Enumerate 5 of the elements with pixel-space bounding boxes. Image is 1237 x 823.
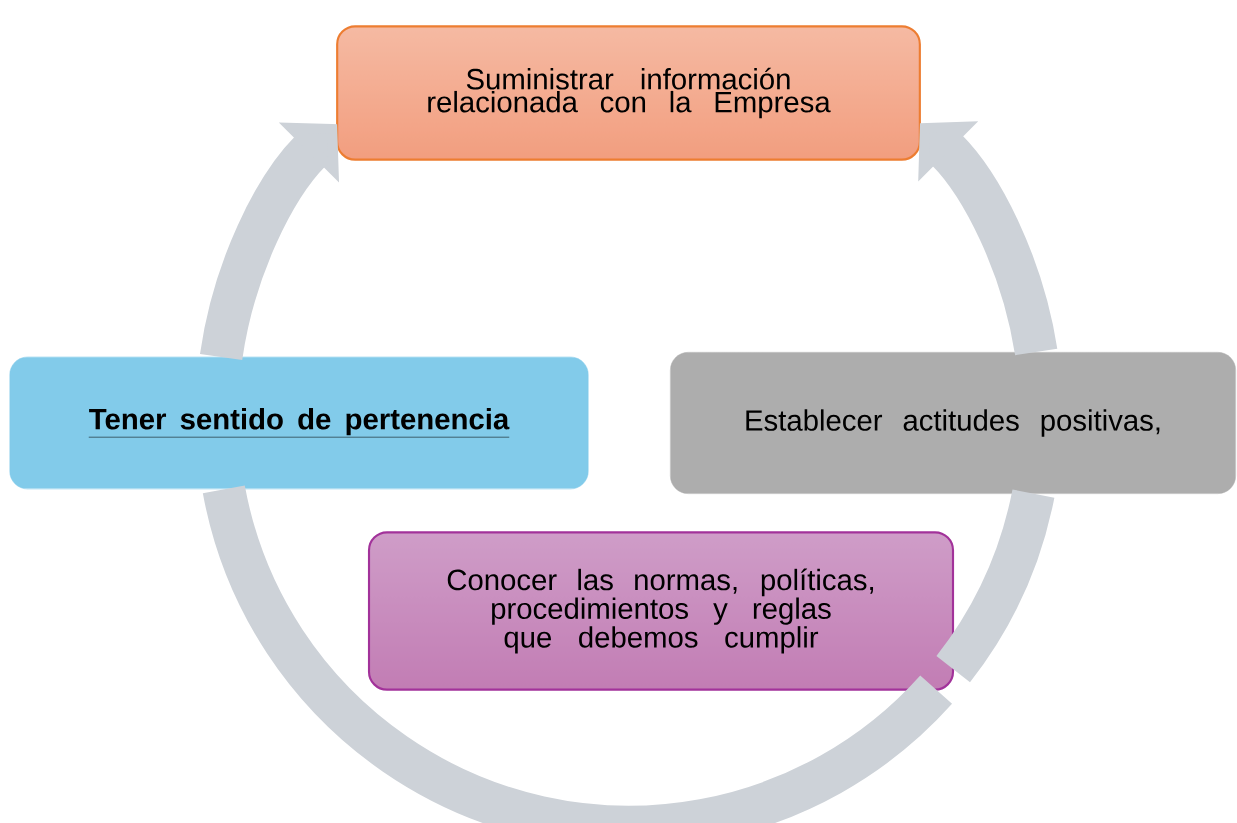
process-box: Tener sentido de pertenencia — [9, 356, 589, 490]
arrow — [918, 121, 1058, 356]
process-box: Suministrar información relacionada con la Empresa — [336, 25, 921, 161]
process-box: Conocer las normas, políticas, procedimientos y reglas que debemos cumplir — [367, 531, 955, 691]
process-box: Establecer actitudes positivas, — [670, 352, 1236, 494]
